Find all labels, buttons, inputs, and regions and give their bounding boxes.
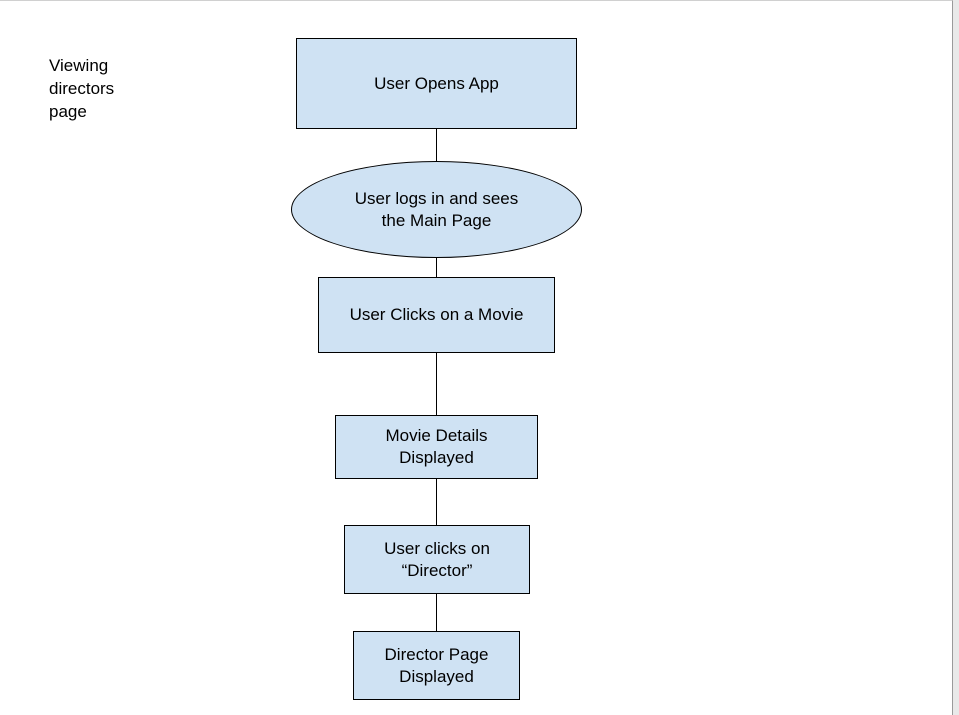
side-label-line: Viewing: [49, 56, 109, 75]
connector-click-movie-to-movie-details: [436, 352, 437, 416]
node-label: Displayed: [399, 448, 474, 467]
connector-click-director-to-director-page: [436, 593, 437, 632]
side-label-line: directors: [49, 79, 115, 98]
connector-login-to-click-movie: [436, 257, 437, 278]
diagram-side-label: Viewing directors page: [49, 54, 159, 123]
connector-movie-details-to-click-director: [436, 478, 437, 526]
node-label: Displayed: [399, 666, 474, 686]
connector-open-app-to-login: [436, 128, 437, 162]
node-movie-details-displayed: Movie Details Displayed: [335, 415, 538, 479]
node-director-page-displayed: Director Page Displayed: [353, 631, 520, 700]
node-user-opens-app: User Opens App: [296, 38, 577, 129]
node-label: the Main Page: [381, 210, 492, 230]
node-label: User logs in and sees: [354, 188, 519, 208]
node-user-logs-in: User logs in and sees the Main Page: [291, 161, 582, 258]
side-label-line: page: [49, 102, 87, 121]
node-label: “Director”: [401, 560, 473, 580]
node-label: Movie Details: [385, 426, 488, 445]
node-label: User Opens App: [374, 73, 499, 93]
node-user-clicks-movie: User Clicks on a Movie: [318, 277, 555, 353]
node-label: Director Page: [384, 644, 489, 664]
node-user-clicks-director: User clicks on “Director”: [344, 525, 530, 594]
node-label: User clicks on: [384, 538, 490, 558]
node-label: User Clicks on a Movie: [349, 305, 524, 324]
